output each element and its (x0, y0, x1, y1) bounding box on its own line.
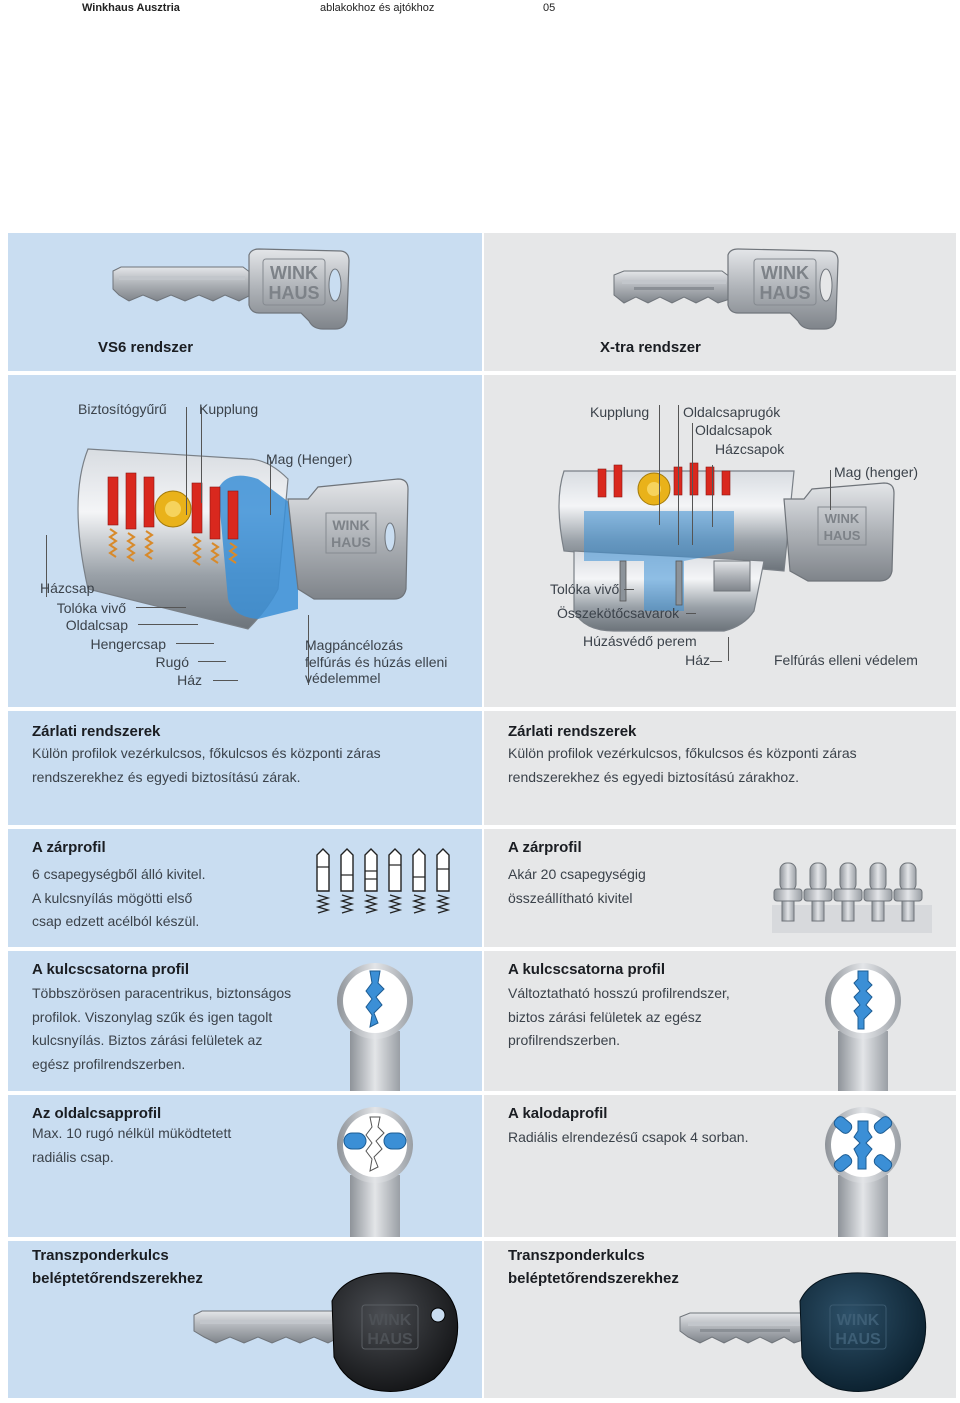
vs6-transponder-heading: Transzponderkulcs beléptetőrendszerekhez (32, 1247, 203, 1287)
key-logo-bottom: HAUS (367, 1331, 413, 1348)
vs6-label-core: Mag (Henger) (266, 451, 353, 467)
key-logo-bottom: HAUS (824, 528, 861, 543)
key-logo-bottom: HAUS (759, 283, 810, 303)
vs6-locking-text: Külön profilok vezérkulcsos, főkulcsos é… (32, 745, 381, 785)
xtra-key-image: WINK HAUS (613, 248, 839, 330)
vs6-side-pin-diagram (337, 1107, 413, 1237)
key-logo-top: WINK (837, 1312, 880, 1329)
key-logo-top: WINK (825, 511, 860, 526)
xtra-label-slider-driver: Tolóka vivő (550, 581, 620, 597)
xtra-kaloda-panel: A kalodaprofil Radiális elrendezésű csap… (484, 1095, 956, 1237)
xtra-locking-heading: Zárlati rendszerek (508, 723, 637, 740)
xtra-keyway-heading: A kulcscsatorna profil (508, 961, 665, 978)
xtra-label-coupling: Kupplung (590, 404, 650, 420)
xtra-label-connecting-screws: Összekötőcsavarok (557, 605, 680, 621)
key-logo-bottom: HAUS (331, 534, 371, 550)
vs6-label-slider-driver: Tolóka vivő (56, 600, 126, 616)
vs6-keyway-panel: A kulcscsatorna profil Többszörösen para… (8, 951, 482, 1091)
vs6-label-housing-pin: Házcsap (40, 580, 95, 596)
xtra-label-pull-protection: Húzásvédő perem (583, 633, 697, 649)
xtra-kaloda-heading: A kalodaprofil (508, 1105, 608, 1122)
vs6-pin-stack-diagram (315, 848, 451, 914)
xtra-locking-panel: Zárlati rendszerek Külön profilok vezérk… (484, 711, 956, 825)
xtra-transponder-key-image: WINK HAUS (679, 1272, 927, 1392)
vs6-side-panel: Az oldalcsapprofil Max. 10 rugó nélkül m… (8, 1095, 482, 1237)
page-subtitle: ablakokhoz és ajtókhoz (320, 2, 435, 14)
vs6-label-cylinder-pin: Hengercsap (90, 636, 167, 652)
xtra-profile-text: Akár 20 csapegységig összeállítható kivi… (508, 866, 646, 906)
vs6-label-side-pin: Oldalcsap (65, 617, 128, 633)
vs6-keyway-text: Többszörösen paracentrikus, biztonságos … (32, 985, 292, 1072)
vs6-label-core-armor-1: Magpáncélozás (305, 637, 404, 653)
vs6-transponder-key-image: WINK HAUS (193, 1272, 459, 1392)
vs6-cylinder-cutaway: WINK HAUS (77, 448, 409, 630)
xtra-kaloda-text: Radiális elrendezésű csapok 4 sorban. (508, 1129, 749, 1145)
xtra-keyway-diagram (825, 963, 901, 1091)
xtra-label-core: Mag (henger) (834, 464, 919, 480)
vs6-transponder-panel: Transzponderkulcs beléptetőrendszerekhez… (8, 1241, 482, 1398)
key-logo-top: WINK (369, 1312, 412, 1329)
vs6-title-panel: WINK HAUS VS6 rendszer (8, 233, 482, 371)
xtra-label-housing-pins: Házcsapok (715, 441, 785, 457)
xtra-pin-row-image (772, 862, 932, 933)
vs6-profile-text: 6 csapegységből álló kivitel. A kulcsnyí… (32, 866, 206, 929)
xtra-transponder-heading: Transzponderkulcs beléptetőrendszerekhez (508, 1247, 679, 1287)
vs6-cutaway-panel: WINK HAUS Biztosítógyűrű Kupplung Mag (H… (8, 375, 482, 707)
vs6-title: VS6 rendszer (98, 339, 194, 356)
vs6-label-housing: Ház (177, 672, 202, 688)
vs6-keyway-diagram (337, 963, 413, 1091)
vs6-locking-heading: Zárlati rendszerek (32, 723, 161, 740)
key-logo-top: WINK (270, 263, 318, 283)
vs6-profile-heading: A zárprofil (32, 839, 106, 856)
key-logo-bottom: HAUS (268, 283, 319, 303)
vs6-profile-panel: A zárprofil 6 csapegységből álló kivitel… (8, 829, 482, 947)
vs6-label-core-armor-3: védelemmel (305, 670, 381, 686)
key-logo-top: WINK (761, 263, 809, 283)
vs6-label-retaining-ring: Biztosítógyűrű (78, 401, 167, 417)
vs6-label-spring: Rugó (155, 654, 189, 670)
vs6-side-heading: Az oldalcsapprofil (32, 1105, 162, 1122)
vs6-label-core-armor-2: felfúrás és húzás elleni (305, 654, 448, 670)
xtra-title-panel: WINK HAUS X-tra rendszer (484, 233, 956, 371)
xtra-locking-text: Külön profilok vezérkulcsos, főkulcsos é… (508, 745, 857, 785)
xtra-cutaway-panel: WINK HAUS Kupplung Oldalcsaprugók Oldalc… (484, 375, 956, 707)
vs6-key-image: WINK HAUS (112, 248, 350, 330)
page-number: 05 (543, 2, 556, 14)
xtra-profile-panel: A zárprofil Akár 20 csapegységig összeál… (484, 829, 956, 947)
vs6-side-text: Max. 10 rugó nélkül müködtetett radiális… (32, 1125, 232, 1165)
vs6-keyway-heading: A kulcscsatorna profil (32, 961, 189, 978)
vs6-locking-panel: Zárlati rendszerek Külön profilok vezérk… (8, 711, 482, 825)
xtra-label-housing: Ház (685, 652, 710, 668)
vs6-label-coupling: Kupplung (199, 401, 259, 417)
xtra-keyway-text: Változtatható hosszú profilrendszer, biz… (508, 985, 730, 1048)
xtra-label-side-pins: Oldalcsapok (695, 422, 773, 438)
key-logo-top: WINK (332, 517, 369, 533)
brand-name: Winkhaus Ausztria (82, 2, 180, 14)
xtra-kaloda-diagram (825, 1107, 901, 1237)
xtra-keyway-panel: A kulcscsatorna profil Változtatható hos… (484, 951, 956, 1091)
xtra-cylinder-cutaway: WINK HAUS (558, 462, 895, 632)
xtra-transponder-panel: Transzponderkulcs beléptetőrendszerekhez… (484, 1241, 956, 1398)
xtra-label-side-springs: Oldalcsaprugók (683, 404, 781, 420)
xtra-label-drill-protection: Felfúrás elleni védelem (774, 652, 918, 668)
xtra-profile-heading: A zárprofil (508, 839, 582, 856)
key-logo-bottom: HAUS (835, 1331, 881, 1348)
xtra-title: X-tra rendszer (600, 339, 701, 356)
